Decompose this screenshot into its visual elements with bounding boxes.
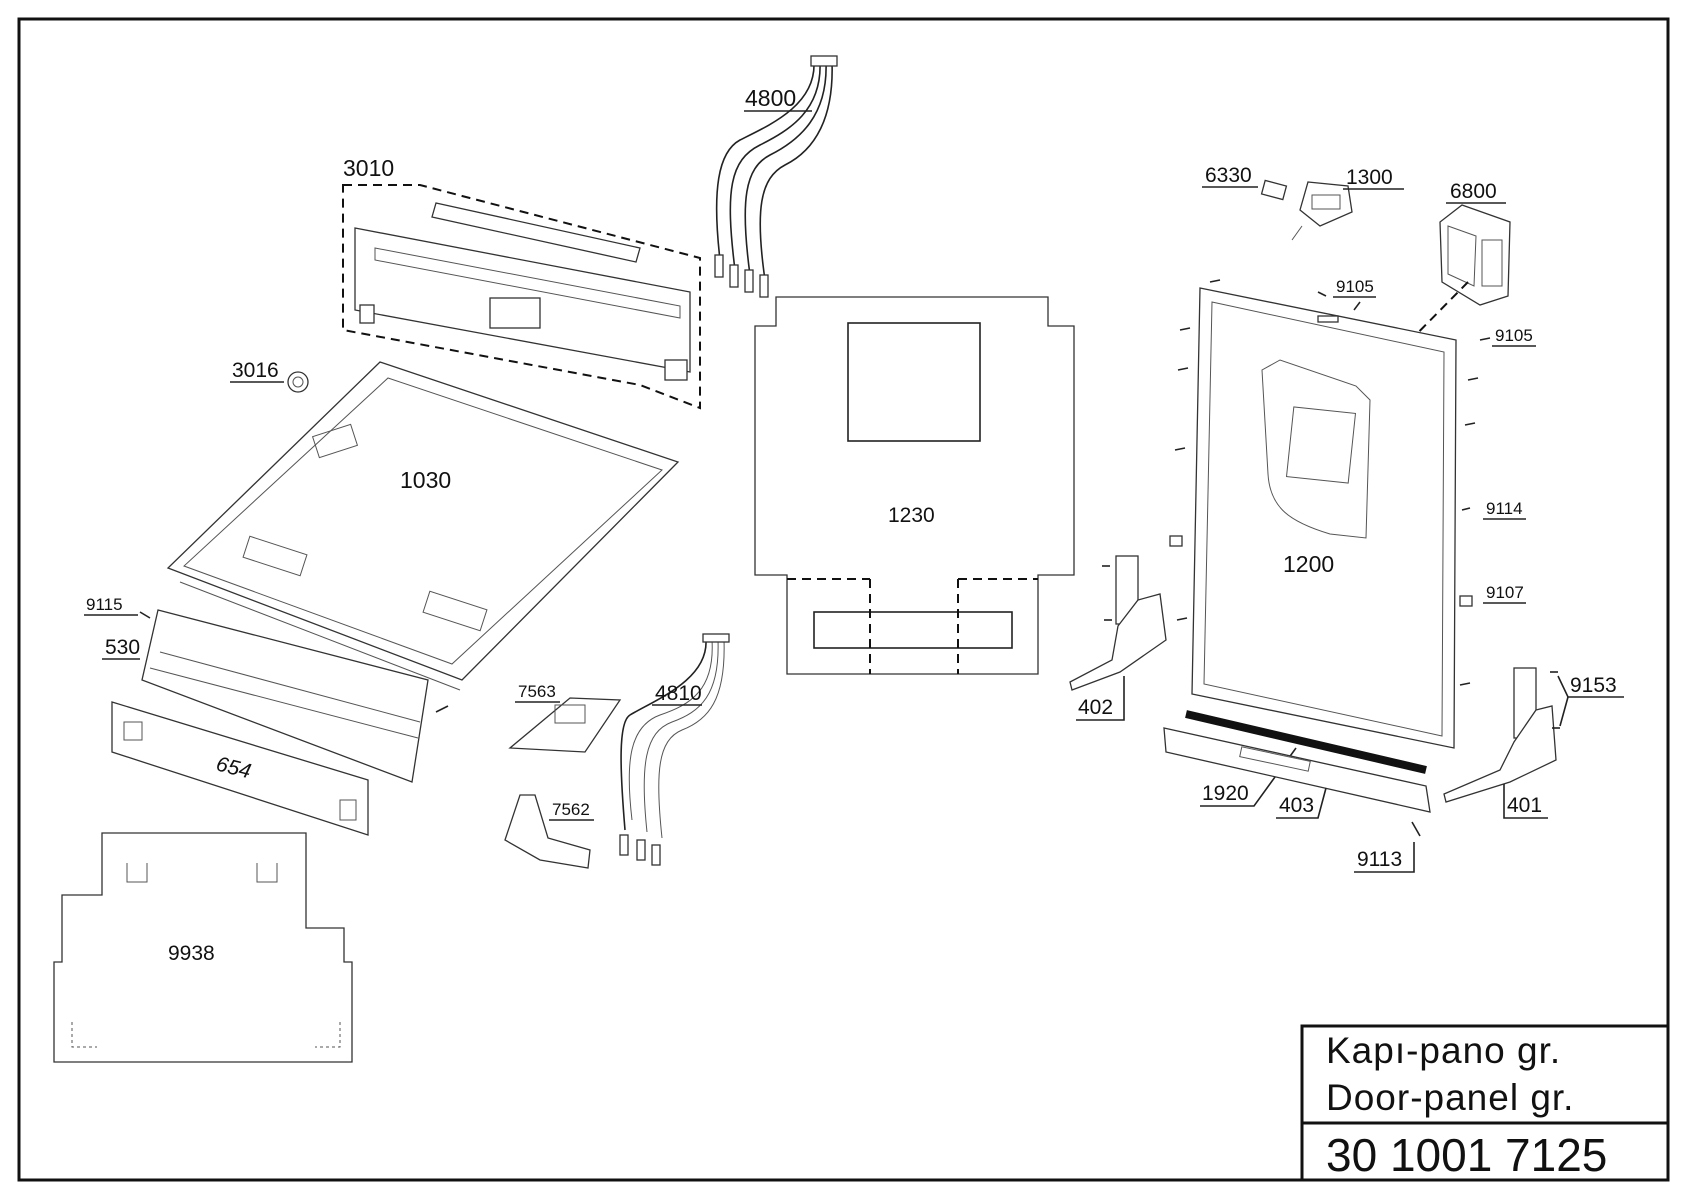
label-1300: 1300 <box>1346 166 1393 189</box>
wire-harness-4800 <box>714 55 838 298</box>
label-1230: 1230 <box>888 504 935 527</box>
insulation-panel-654 <box>111 701 369 836</box>
seal-strip-1920 <box>1185 710 1427 774</box>
label-9105-right: 9105 <box>1495 326 1533 345</box>
label-7562: 7562 <box>552 800 590 819</box>
bracket-7562 <box>504 794 591 869</box>
dispenser-6800 <box>1439 204 1511 306</box>
label-1200: 1200 <box>1283 551 1334 577</box>
label-530: 530 <box>105 636 140 659</box>
door-lock-1300 <box>1291 181 1353 241</box>
bottom-rail-403 <box>1163 727 1431 813</box>
label-9107: 9107 <box>1486 583 1524 602</box>
screw-9113 <box>1411 821 1421 837</box>
label-403: 403 <box>1279 794 1314 817</box>
label-1030: 1030 <box>400 467 451 493</box>
drawing-number: 30 1001 7125 <box>1326 1129 1607 1181</box>
label-1920: 1920 <box>1202 782 1249 805</box>
micro-switch-6330 <box>1260 179 1288 201</box>
drawing-frame <box>17 17 1670 1182</box>
kick-panel-530 <box>141 609 429 783</box>
packaging-sheet-9938 <box>53 832 353 1063</box>
label-6800: 6800 <box>1450 180 1497 203</box>
label-9113: 9113 <box>1357 848 1402 871</box>
label-9115: 9115 <box>86 595 123 614</box>
knob-3016 <box>287 371 309 393</box>
label-4800: 4800 <box>745 85 796 111</box>
label-401: 401 <box>1507 794 1542 817</box>
inner-door-1030 <box>166 361 680 691</box>
label-9105-top: 9105 <box>1336 277 1374 296</box>
module-7563 <box>508 697 622 753</box>
wire-harness-4810 <box>619 633 730 866</box>
label-402: 402 <box>1078 696 1113 719</box>
title-block <box>1300 1024 1668 1180</box>
label-9938: 9938 <box>168 942 215 965</box>
label-7563: 7563 <box>518 682 556 701</box>
title-turkish: Kapı-pano gr. <box>1326 1030 1561 1071</box>
hinge-402 <box>1069 555 1167 691</box>
door-screws <box>1169 279 1491 686</box>
hinge-401 <box>1443 667 1560 803</box>
label-4810: 4810 <box>655 682 702 705</box>
label-3016: 3016 <box>232 359 279 382</box>
packaging-outline-1230 <box>754 296 1075 675</box>
label-3010: 3010 <box>343 155 394 181</box>
control-panel-3010 <box>342 184 701 410</box>
title-english: Door-panel gr. <box>1326 1077 1574 1118</box>
label-9153: 9153 <box>1570 674 1617 697</box>
screw-9115 <box>139 611 151 619</box>
label-6330: 6330 <box>1205 164 1252 187</box>
outer-door-1200 <box>1191 287 1457 749</box>
label-9114: 9114 <box>1486 499 1523 518</box>
